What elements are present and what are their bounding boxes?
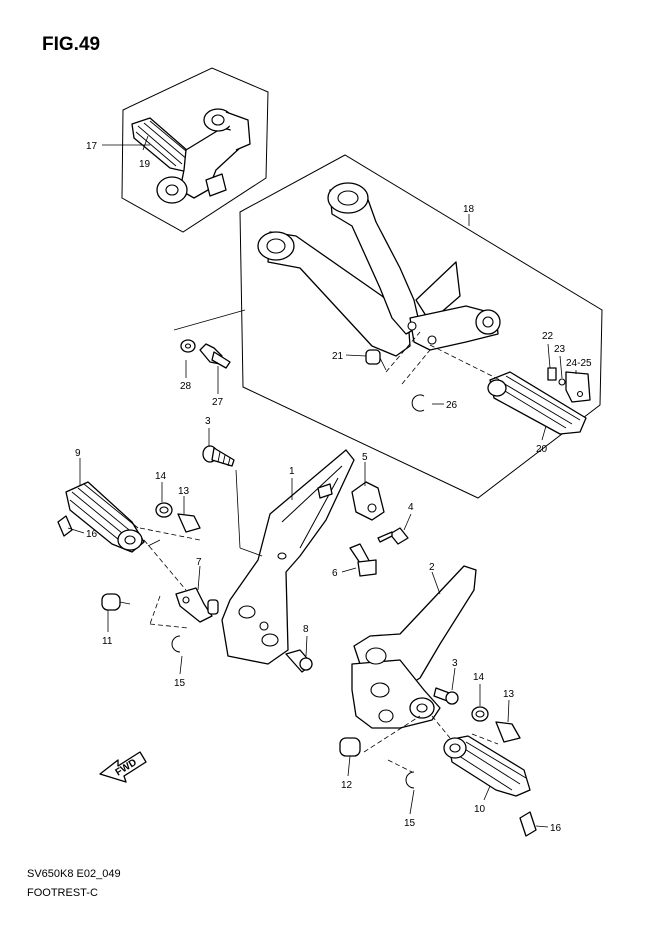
footrest-bracket-drawing <box>257 182 591 435</box>
assembly-box-17 <box>121 67 269 233</box>
bolt-3-lower <box>433 687 459 705</box>
pin-12 <box>339 737 361 757</box>
washer-28 <box>180 339 196 353</box>
callout-5: 5 <box>362 452 368 463</box>
callout-17: 17 <box>86 141 98 152</box>
footpeg-9 <box>65 481 145 553</box>
box-outline <box>121 67 269 233</box>
callout-12: 12 <box>341 780 353 791</box>
callout-3-upper: 3 <box>205 416 211 427</box>
callout-14-left: 14 <box>155 471 167 482</box>
bracket-2 <box>351 565 477 729</box>
callout-23: 23 <box>554 344 566 355</box>
callout-16-right: 16 <box>550 823 562 834</box>
callout-4: 4 <box>408 502 414 513</box>
callout-14-right: 14 <box>473 672 485 683</box>
callout-8: 8 <box>303 624 309 635</box>
forward-arrow-icon: FWD <box>99 751 147 783</box>
cap-13-right <box>495 721 521 743</box>
bracket-7 <box>175 587 219 623</box>
callout-3-lower: 3 <box>452 658 458 669</box>
box-outline <box>239 154 603 499</box>
callout-7: 7 <box>196 557 202 568</box>
callout-11: 11 <box>102 636 113 647</box>
figure-title: FIG.49 <box>42 34 101 55</box>
callout-9: 9 <box>75 448 81 459</box>
clip-15-right <box>405 771 415 789</box>
assembly-box-18 <box>239 154 603 499</box>
callout-20: 20 <box>536 444 548 455</box>
bolt-3-upper <box>202 445 235 467</box>
pin-11 <box>101 593 131 611</box>
callout-19: 19 <box>139 159 151 170</box>
bolt-8 <box>285 649 313 673</box>
callout-10: 10 <box>474 804 486 815</box>
callout-15-left: 15 <box>174 678 186 689</box>
callout-2: 2 <box>429 562 435 573</box>
bolt-6 <box>349 543 377 577</box>
callout-13-right: 13 <box>503 689 515 700</box>
callout-15-right: 15 <box>404 818 416 829</box>
cap-13-left <box>177 513 201 533</box>
callout-18: 18 <box>463 204 475 215</box>
footer-diagram-code: SV650K8 E02_049 <box>27 868 121 880</box>
spring-14-right <box>471 706 489 722</box>
footer-diagram-name: FOOTREST-C <box>27 887 98 899</box>
callout-28: 28 <box>180 381 192 392</box>
bolt-27 <box>199 343 231 369</box>
callout-26: 26 <box>446 400 458 411</box>
clip-15-left <box>171 635 181 653</box>
callout-13-left: 13 <box>178 486 190 497</box>
cap-16-right <box>519 811 537 837</box>
bracket-5 <box>351 481 385 521</box>
cap-16-left <box>57 515 73 537</box>
callout-27: 27 <box>212 397 224 408</box>
footrest-assembly-drawing <box>131 108 251 204</box>
callout-6: 6 <box>332 568 338 579</box>
callout-24-25: 24-25 <box>566 358 592 369</box>
spring-14-left <box>155 502 173 518</box>
footpeg-10 <box>443 735 531 797</box>
bracket-1 <box>221 449 355 665</box>
leader-lines <box>67 135 577 828</box>
callouts: 17 19 18 21 22 23 24-25 26 20 28 27 3 9 … <box>75 141 592 834</box>
callout-1: 1 <box>289 466 295 477</box>
bolt-4 <box>377 527 409 545</box>
callout-16-left: 16 <box>86 529 98 540</box>
callout-22: 22 <box>542 331 554 342</box>
callout-21: 21 <box>332 351 344 362</box>
